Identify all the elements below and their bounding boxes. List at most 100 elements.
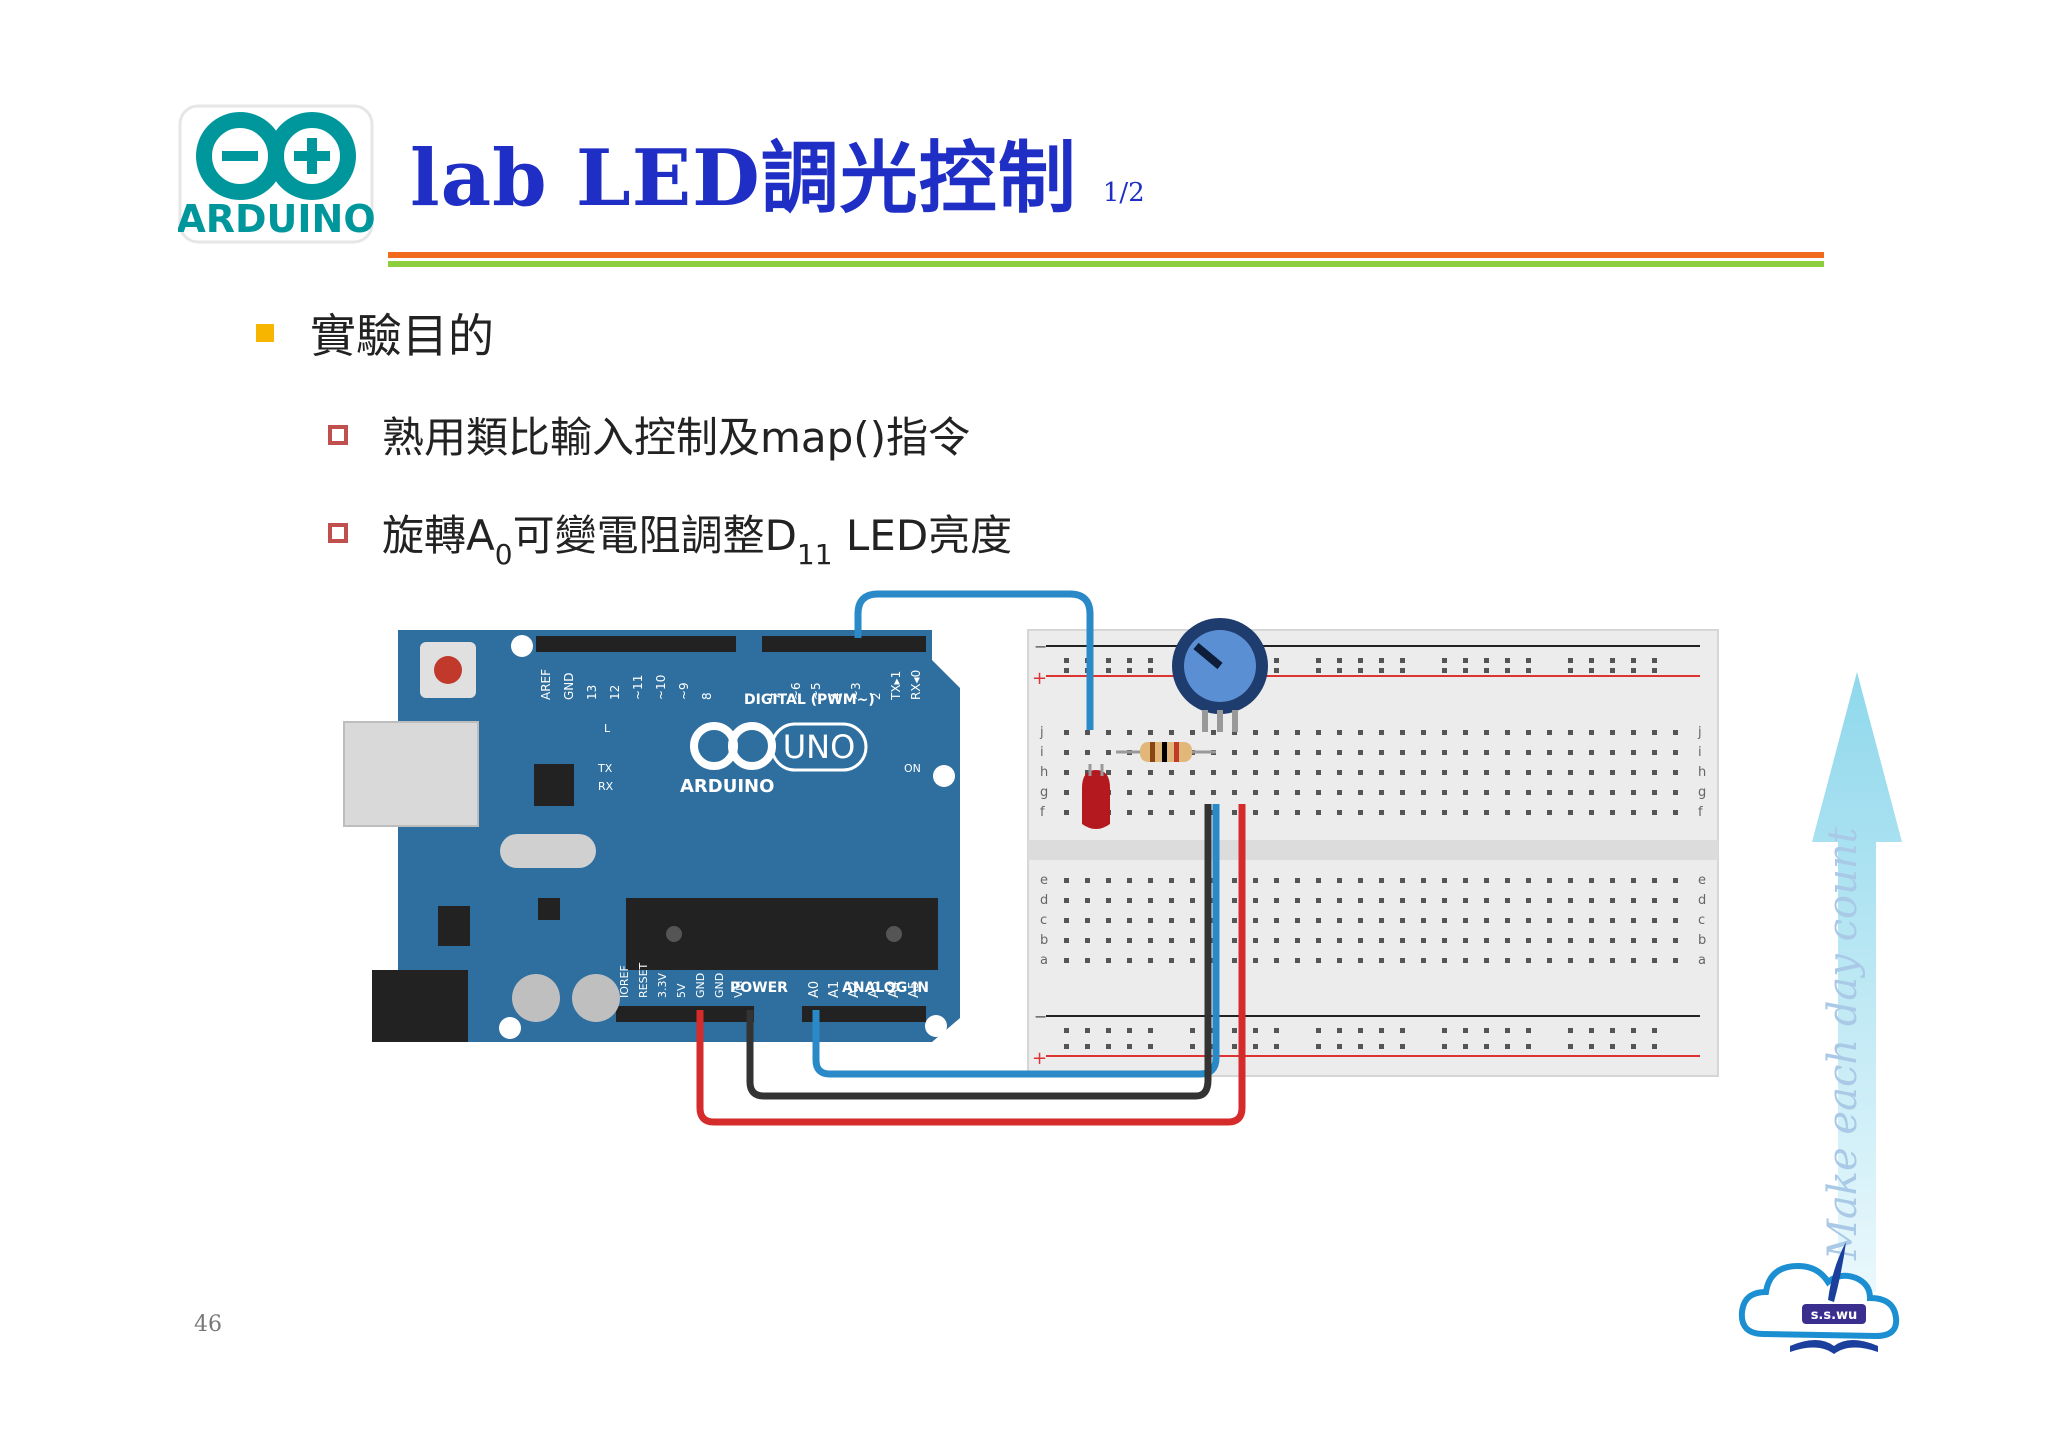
breadboard-hole xyxy=(1547,730,1552,735)
breadboard-hole xyxy=(1589,1028,1594,1033)
breadboard-hole xyxy=(1064,790,1069,795)
breadboard-hole xyxy=(1421,958,1426,963)
breadboard-hole xyxy=(1547,938,1552,943)
breadboard-hole xyxy=(1295,958,1300,963)
breadboard-hole xyxy=(1589,730,1594,735)
potentiometer xyxy=(1172,618,1268,732)
breadboard-hole xyxy=(1400,770,1405,775)
breadboard-hole xyxy=(1316,918,1321,923)
breadboard-hole xyxy=(1085,898,1090,903)
breadboard-hole xyxy=(1337,770,1342,775)
breadboard-hole xyxy=(1295,938,1300,943)
breadboard-hole xyxy=(1358,958,1363,963)
breadboard-hole xyxy=(1358,770,1363,775)
breadboard-hole xyxy=(1064,898,1069,903)
breadboard-hole xyxy=(1463,958,1468,963)
breadboard-hole xyxy=(1526,938,1531,943)
breadboard-hole xyxy=(1652,658,1657,663)
breadboard-hole xyxy=(1547,770,1552,775)
breadboard-hole xyxy=(1505,770,1510,775)
breadboard-hole xyxy=(1652,1028,1657,1033)
breadboard-hole xyxy=(1379,750,1384,755)
label-tx: TX xyxy=(597,762,613,775)
breadboard-hole xyxy=(1568,1028,1573,1033)
breadboard-hole xyxy=(1400,918,1405,923)
pin-label: ~3 xyxy=(849,682,863,700)
pin-label: TX▸1 xyxy=(889,671,903,701)
breadboard-hole xyxy=(1610,1044,1615,1049)
breadboard-hole xyxy=(1505,1028,1510,1033)
breadboard-hole xyxy=(1631,898,1636,903)
breadboard-hole xyxy=(1316,770,1321,775)
breadboard-row-label: g xyxy=(1698,785,1706,800)
breadboard-hole xyxy=(1526,730,1531,735)
breadboard-hole xyxy=(1316,790,1321,795)
breadboard-hole xyxy=(1190,918,1195,923)
breadboard-hole xyxy=(1526,658,1531,663)
breadboard-hole xyxy=(1211,790,1216,795)
breadboard-hole xyxy=(1652,730,1657,735)
breadboard-row-label: d xyxy=(1698,893,1706,908)
breadboard-hole xyxy=(1232,1028,1237,1033)
pin-label: A0 xyxy=(807,981,822,998)
breadboard-hole xyxy=(1589,1044,1594,1049)
pin-label: A5 xyxy=(907,981,922,998)
breadboard-hole xyxy=(1106,770,1111,775)
breadboard-hole xyxy=(1568,938,1573,943)
breadboard-hole xyxy=(1295,730,1300,735)
breadboard-hole xyxy=(1610,1028,1615,1033)
red-led xyxy=(1082,764,1110,829)
breadboard-hole xyxy=(1400,1028,1405,1033)
breadboard-row-label: a xyxy=(1698,953,1706,968)
breadboard-hole xyxy=(1631,938,1636,943)
breadboard-hole xyxy=(1568,898,1573,903)
breadboard-hole xyxy=(1316,810,1321,815)
breadboard-hole xyxy=(1358,668,1363,673)
breadboard-hole xyxy=(1421,918,1426,923)
breadboard-hole xyxy=(1337,918,1342,923)
label-analog: ANALOG IN xyxy=(842,980,929,996)
breadboard-row-label: h xyxy=(1040,765,1048,780)
breadboard-hole xyxy=(1316,958,1321,963)
breadboard-hole xyxy=(1316,730,1321,735)
breadboard-hole xyxy=(1442,658,1447,663)
text-part: LED亮度 xyxy=(832,511,1013,560)
breadboard-hole xyxy=(1148,1028,1153,1033)
pin-label: A1 xyxy=(827,981,842,998)
author-cloud-logo: s.s.wu xyxy=(1738,1242,1900,1354)
breadboard-hole xyxy=(1169,958,1174,963)
breadboard-hole xyxy=(1106,1044,1111,1049)
breadboard-hole xyxy=(1631,810,1636,815)
breadboard-hole xyxy=(1568,730,1573,735)
circuit-diagram: UNO ARDUINO DIGITAL (PWM~) POWER ANALOG … xyxy=(343,590,1719,1126)
breadboard-hole xyxy=(1106,938,1111,943)
header-rule-orange xyxy=(388,252,1824,258)
breadboard-row-label: h xyxy=(1698,765,1706,780)
breadboard-hole xyxy=(1505,668,1510,673)
breadboard-hole xyxy=(1463,938,1468,943)
breadboard-hole xyxy=(1337,878,1342,883)
wire-red-5v xyxy=(696,804,1246,1126)
motto-text: Make each day count xyxy=(1820,827,1866,1260)
breadboard-hole xyxy=(1316,668,1321,673)
breadboard-hole xyxy=(1169,790,1174,795)
breadboard-hole xyxy=(1484,958,1489,963)
pin-label: 8 xyxy=(700,692,714,700)
breadboard-hole xyxy=(1085,770,1090,775)
breadboard-hole xyxy=(1127,958,1132,963)
bullet-square-icon xyxy=(256,324,274,342)
breadboard-hole xyxy=(1148,790,1153,795)
pin-label: ~11 xyxy=(631,675,645,700)
breadboard-hole xyxy=(1190,878,1195,883)
breadboard-hole xyxy=(1316,878,1321,883)
breadboard-hole xyxy=(1463,730,1468,735)
breadboard-hole xyxy=(1379,658,1384,663)
breadboard-hole xyxy=(1148,918,1153,923)
breadboard-hole xyxy=(1316,1028,1321,1033)
breadboard-hole xyxy=(1379,790,1384,795)
breadboard-hole xyxy=(1379,770,1384,775)
breadboard-hole xyxy=(1274,878,1279,883)
breadboard-hole xyxy=(1400,668,1405,673)
breadboard-hole xyxy=(1148,668,1153,673)
breadboard-hole xyxy=(1253,918,1258,923)
